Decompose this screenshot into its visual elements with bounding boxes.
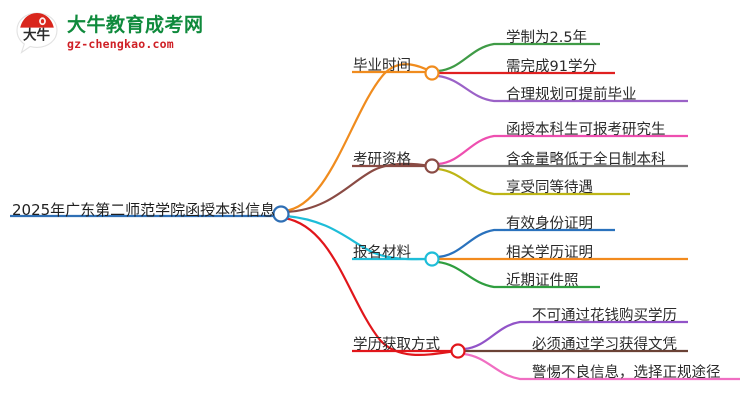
leaf-node-label-1-3[interactable]: 合理规划可提前毕业 [506,87,637,103]
branch-node-label-baoming-cailiao[interactable]: 报名材料 [353,245,411,261]
svg-text:大牛: 大牛 [23,27,50,44]
leaf-node-label-2-1[interactable]: 函授本科生可报考研究生 [506,122,666,138]
root-node-ring [272,205,290,223]
branch-node-label-kaoyan-zige[interactable]: 考研资格 [353,152,411,168]
branch-node-label-biye-shijian[interactable]: 毕业时间 [353,58,411,74]
branch-4-node-ring [450,343,466,359]
leaf-node-label-4-3[interactable]: 警惕不良信息，选择正规途径 [532,365,721,381]
edge-branch-3-leaf-1 [436,228,506,259]
edge-root-to-branch-1 [282,63,434,213]
daniu-speech-bubble-logo-icon: 大牛 [14,10,60,56]
edge-branch-3-leaf-3 [436,260,506,289]
edge-branch-4-leaf-1 [462,320,532,351]
leaf-node-label-4-1[interactable]: 不可通过花钱购买学历 [532,308,677,324]
edge-branch-2-leaf-3 [436,167,506,196]
edge-branch-1-leaf-1 [436,42,506,73]
leaf-node-label-4-2[interactable]: 必须通过学习获得文凭 [532,337,677,353]
edge-root-to-branch-2 [284,162,432,214]
leaf-node-label-1-1[interactable]: 学制为2.5年 [506,30,588,46]
branch-1-node-ring [424,65,440,81]
brand-name: 大牛教育成考网 [67,13,204,36]
leaf-node-label-1-2[interactable]: 需完成91学分 [506,59,597,75]
brand-text: 大牛教育成考网 gz-chengkao.com [67,13,204,51]
site-logo: 大牛 大牛教育成考网 gz-chengkao.com [14,10,204,56]
leaf-node-label-3-2[interactable]: 相关学历证明 [506,245,593,261]
edge-branch-4-leaf-3 [462,352,532,381]
branch-2-node-ring [424,158,440,174]
branch-3-node-ring [424,251,440,267]
leaf-node-label-3-1[interactable]: 有效身份证明 [506,216,593,232]
brand-domain: gz-chengkao.com [67,36,174,51]
leaf-node-label-2-3[interactable]: 享受同等待遇 [506,180,593,196]
root-node-label[interactable]: 2025年广东第二师范学院函授本科信息 [12,201,276,219]
leaf-node-label-3-3[interactable]: 近期证件照 [506,273,579,289]
leaf-node-label-2-2[interactable]: 含金量略低于全日制本科 [506,152,666,168]
branch-node-label-xueli-huoqu-fangshi[interactable]: 学历获取方式 [353,337,440,353]
edge-branch-1-leaf-3 [436,74,506,103]
edge-branch-2-leaf-1 [436,134,506,166]
